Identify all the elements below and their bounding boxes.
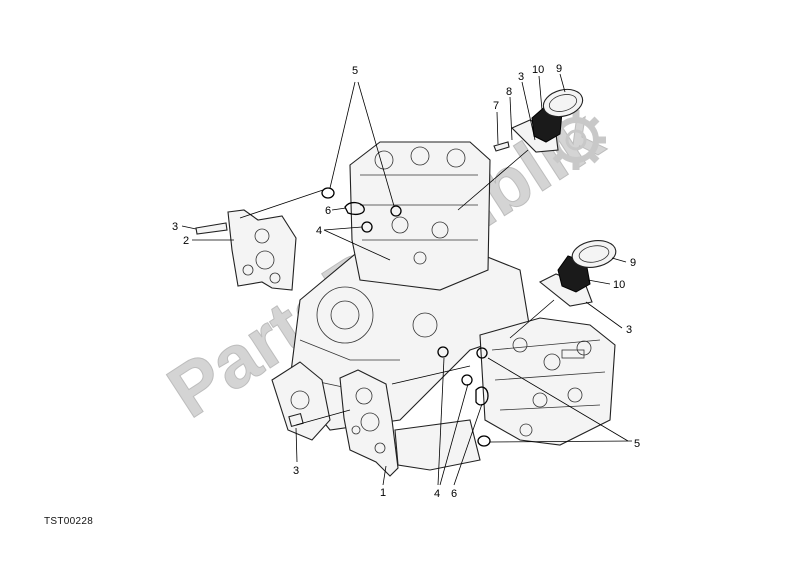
callout-5-bottom: 5: [634, 438, 640, 450]
callout-2: 2: [183, 235, 189, 247]
callout-10-right: 10: [613, 279, 625, 291]
bolts: [195, 222, 351, 428]
timing-cover-lower: [339, 369, 399, 477]
intake-manifold-upper: [493, 88, 584, 153]
callout-6-upper: 6: [325, 205, 331, 217]
intake-manifold-lower: [538, 240, 617, 307]
callout-7: 7: [493, 100, 499, 112]
reference-code: TST00228: [44, 516, 94, 527]
callout-9-right: 9: [630, 257, 636, 269]
callout-9-top: 9: [556, 63, 562, 75]
callout-3-top: 3: [518, 71, 524, 83]
o-rings: [321, 187, 491, 447]
callout-1: 1: [380, 487, 386, 499]
callout-4-upper: 4: [316, 225, 322, 237]
callouts: 5 6 4 3 2 7 8 3 10 9 9 10 3 5 3 1 4 6: [172, 63, 640, 500]
callout-3-left-lower: 3: [293, 465, 299, 477]
callout-4-lower: 4: [434, 488, 440, 500]
callout-5-top: 5: [352, 65, 358, 77]
callout-6-lower: 6: [451, 488, 457, 500]
callout-3-right: 3: [626, 324, 632, 336]
callout-10-top: 10: [532, 64, 544, 76]
callout-3-left-upper: 3: [172, 221, 178, 233]
callout-8: 8: [506, 86, 512, 98]
leader-lines: [181, 73, 633, 486]
timing-cover-upper: [227, 209, 297, 291]
